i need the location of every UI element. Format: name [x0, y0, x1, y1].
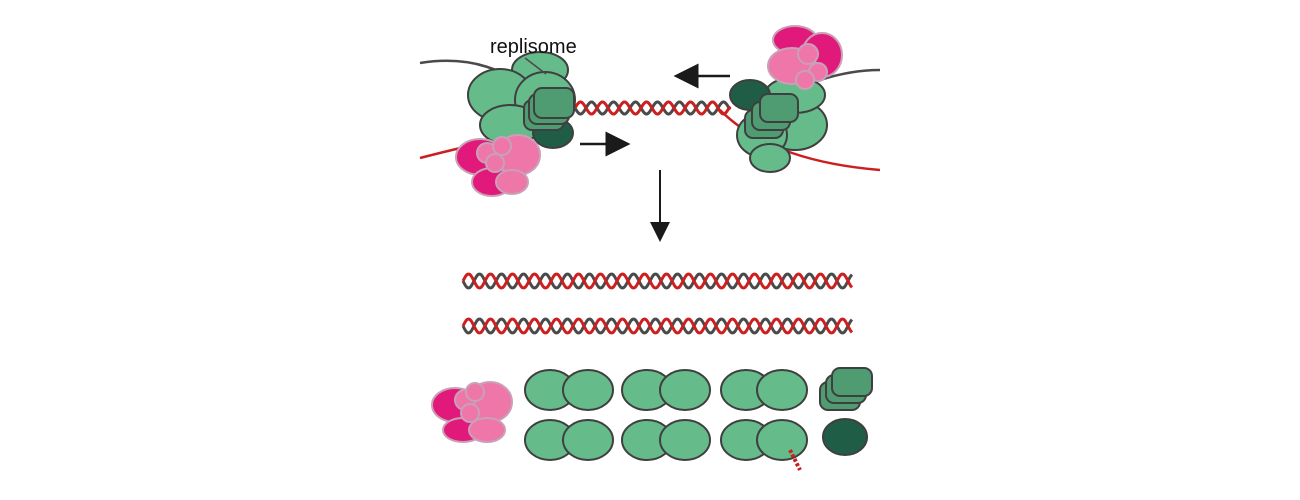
released-clamp [819, 367, 873, 411]
replisome-label: replisome [490, 36, 577, 58]
primer-stub [788, 449, 802, 471]
replisome-label-leader [524, 57, 547, 75]
pink-complex-left [455, 134, 541, 197]
released-green-dimer [524, 369, 614, 411]
parental-strand-dark-right [819, 68, 881, 82]
released-green-dimer [720, 369, 808, 411]
pink-complex-right [767, 25, 843, 90]
result-dna-helix-1 [461, 272, 854, 290]
released-green-dimer [524, 419, 614, 461]
clamp-right [744, 93, 799, 139]
released-green-dimer [621, 419, 711, 461]
clamp-left [523, 87, 575, 131]
parental-strand-red-right [719, 109, 881, 172]
replisome-right [729, 25, 843, 173]
released-pink-complex [431, 381, 513, 443]
result-dna-helix-2 [461, 317, 854, 335]
released-green-dimer [621, 369, 711, 411]
replisome-left [455, 51, 576, 197]
released-dark-green-protein [822, 418, 868, 456]
released-green-dimer [720, 419, 808, 461]
merging-dna-helix [573, 100, 732, 116]
